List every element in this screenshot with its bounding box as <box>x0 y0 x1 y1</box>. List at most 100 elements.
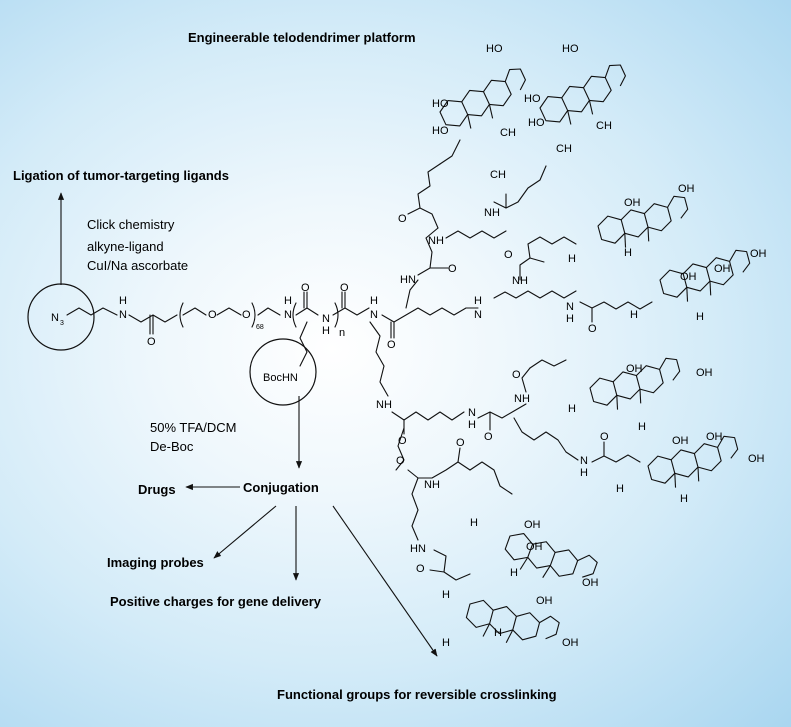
svg-text:3: 3 <box>60 320 64 327</box>
svg-text:HN: HN <box>410 543 426 555</box>
svg-text:N: N <box>284 309 292 321</box>
svg-text:CH: CH <box>596 120 612 132</box>
svg-text:O: O <box>456 437 465 449</box>
svg-text:O: O <box>448 263 457 275</box>
steroid-2-ho-b: HO <box>528 117 545 129</box>
svg-text:OH: OH <box>696 367 713 379</box>
svg-text:CH: CH <box>556 143 572 155</box>
svg-text:N: N <box>119 309 127 321</box>
svg-text:H: H <box>638 421 646 433</box>
svg-text:H: H <box>568 253 576 265</box>
steroid-2 <box>535 60 635 134</box>
svg-text:OH: OH <box>536 595 553 607</box>
svg-text:BocHN: BocHN <box>263 372 298 384</box>
svg-text:O: O <box>588 323 597 335</box>
azide-highlight-circle <box>27 283 95 351</box>
tfa-label: 50% TFA/DCM <box>150 420 236 435</box>
steroid-3 <box>595 193 694 254</box>
steroid-2-ho-a: HO <box>524 93 541 105</box>
functional-groups-arrow <box>332 505 438 657</box>
svg-text:H: H <box>568 403 576 415</box>
svg-text:NH: NH <box>512 275 528 287</box>
svg-text:H: H <box>510 567 518 579</box>
svg-text:H: H <box>442 589 450 601</box>
steroid-2-ho-c: HO <box>562 43 579 55</box>
svg-text:OH: OH <box>524 519 541 531</box>
svg-text:OH: OH <box>714 263 731 275</box>
ligation-label: Ligation of tumor-targeting ligands <box>13 168 229 183</box>
svg-text:OH: OH <box>748 453 765 465</box>
steroid-6 <box>645 433 744 494</box>
cui-label: CuI/Na ascorbate <box>87 258 188 273</box>
svg-text:O: O <box>398 435 407 447</box>
svg-text:H: H <box>624 247 632 259</box>
boc-lysine-sidechain: BocHN <box>263 321 308 384</box>
alkyne-ligand-label: alkyne-ligand <box>87 239 164 254</box>
svg-text:O: O <box>340 282 349 294</box>
svg-text:N: N <box>370 309 378 321</box>
svg-text:H: H <box>680 493 688 505</box>
svg-text:N: N <box>322 313 330 325</box>
svg-text:NH: NH <box>484 207 500 219</box>
svg-text:H: H <box>442 637 450 649</box>
svg-text:CH: CH <box>490 169 506 181</box>
peg-backbone: N 3 H N O O O 68 H N O N H n O H N <box>51 282 378 348</box>
svg-text:H: H <box>468 419 476 431</box>
svg-text:OH: OH <box>624 197 641 209</box>
drugs-label: Drugs <box>138 482 176 497</box>
svg-text:O: O <box>600 431 609 443</box>
svg-text:CH: CH <box>500 127 516 139</box>
svg-text:OH: OH <box>526 541 543 553</box>
svg-text:O: O <box>512 369 521 381</box>
svg-text:OH: OH <box>750 248 767 260</box>
svg-text:NH: NH <box>514 393 530 405</box>
svg-text:O: O <box>398 213 407 225</box>
svg-text:H: H <box>470 517 478 529</box>
svg-text:H: H <box>696 311 704 323</box>
deboc-label: De-Boc <box>150 439 194 454</box>
svg-text:NH: NH <box>424 479 440 491</box>
svg-text:HN: HN <box>400 274 416 286</box>
svg-text:NH: NH <box>428 235 444 247</box>
svg-text:68: 68 <box>256 324 264 331</box>
svg-text:H: H <box>284 295 292 307</box>
svg-text:OH: OH <box>582 577 599 589</box>
svg-text:O: O <box>396 455 405 467</box>
svg-text:O: O <box>208 309 217 321</box>
svg-text:O: O <box>147 336 156 348</box>
upper-dendron: O H N HN O NH O NH O N H O NH <box>381 139 653 351</box>
svg-text:H: H <box>494 627 502 639</box>
bochn-highlight-circle <box>249 338 317 406</box>
title-label: Engineerable telodendrimer platform <box>188 30 416 45</box>
imaging-arrow <box>213 505 277 559</box>
svg-text:OH: OH <box>678 183 695 195</box>
steroid-1-ho-c: HO <box>486 43 503 55</box>
svg-text:N: N <box>468 407 476 419</box>
svg-text:H: H <box>580 467 588 479</box>
svg-text:O: O <box>484 431 493 443</box>
svg-text:O: O <box>301 282 310 294</box>
svg-text:H: H <box>616 483 624 495</box>
svg-text:H: H <box>322 325 330 337</box>
svg-text:O: O <box>416 563 425 575</box>
svg-text:N: N <box>51 312 59 324</box>
click-chemistry-label: Click chemistry <box>87 217 175 232</box>
lower-dendron: NH O N H O NH O N H O O NH O HN O <box>369 321 641 581</box>
steroid-4 <box>657 247 756 308</box>
svg-text:H: H <box>566 313 574 325</box>
functional-groups-label: Functional groups for reversible crossli… <box>277 687 557 702</box>
svg-text:OH: OH <box>672 435 689 447</box>
svg-text:OH: OH <box>680 271 697 283</box>
svg-text:H: H <box>119 295 127 307</box>
steroid-1-ho-a: HO <box>432 98 449 110</box>
svg-text:H: H <box>474 295 482 307</box>
svg-text:OH: OH <box>626 363 643 375</box>
imaging-probes-label: Imaging probes <box>107 555 204 570</box>
svg-text:N: N <box>580 455 588 467</box>
steroid-1-ho-b: HO <box>432 125 449 137</box>
svg-text:O: O <box>504 249 513 261</box>
svg-text:OH: OH <box>706 431 723 443</box>
svg-text:OH: OH <box>562 637 579 649</box>
